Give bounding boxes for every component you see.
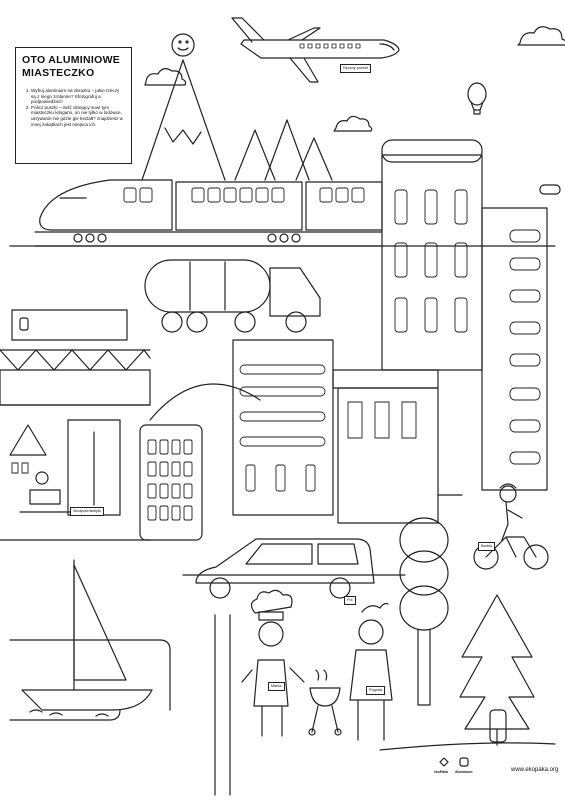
airplane-icon [231,17,400,83]
footer-logos [439,757,469,767]
tall-building [381,139,483,371]
arch [149,383,261,421]
mountains [141,59,333,181]
middle-building [232,339,334,516]
logo-left: ekoPaka [434,770,448,774]
grill [308,669,342,736]
instructions: Wyfruj aluminium na obrazku – jakie rzec… [22,88,125,127]
train [34,179,383,247]
cyclist [473,483,549,570]
plane-tag: Ręczny pomóż [340,64,372,73]
title-line-1: OTO ALUMINIOWE [22,54,121,66]
car-tag: Pol [344,596,356,605]
tanker-truck [144,259,321,333]
tree-pine [459,594,535,746]
park-paths [9,614,556,796]
cyclist-tag: Bartek [478,542,495,551]
title-line-2: MIASTECZKO [22,67,95,79]
car [182,538,406,599]
instruction-1: Wyfruj aluminium na obrazku – jakie rzec… [31,88,125,105]
billboard [11,309,128,341]
cloud-icon [333,115,373,132]
right-building [481,184,561,491]
sky [144,17,565,132]
shop [0,349,151,541]
page-title: OTO ALUMINIOWE MIASTECZKO [22,54,125,80]
laptop-person [19,471,81,513]
tree-round [399,517,449,706]
chef [241,589,305,737]
hot-air-balloon-icon [467,82,487,115]
shop-tag: Słodycze/sklepik [70,507,105,516]
title-box: OTO ALUMINIOWE MIASTECZKO Wyfruj alumini… [15,47,132,164]
drinks-fridge [139,424,203,541]
can-icon [489,709,507,743]
small-building [332,369,463,524]
chef-tag: Marka [268,682,285,691]
cloud-icon [144,68,187,86]
woman-tag: Pogoda [366,686,386,695]
sun-icon [171,33,195,57]
logo-right: Aluminium [455,770,473,774]
instruction-2: Policz puszki – ilość dziejący sow! tym … [31,105,125,127]
woman [349,602,393,741]
sailboat [21,559,153,717]
footer-url[interactable]: www.ekopaka.org [511,767,559,773]
cloud-icon [517,26,565,46]
